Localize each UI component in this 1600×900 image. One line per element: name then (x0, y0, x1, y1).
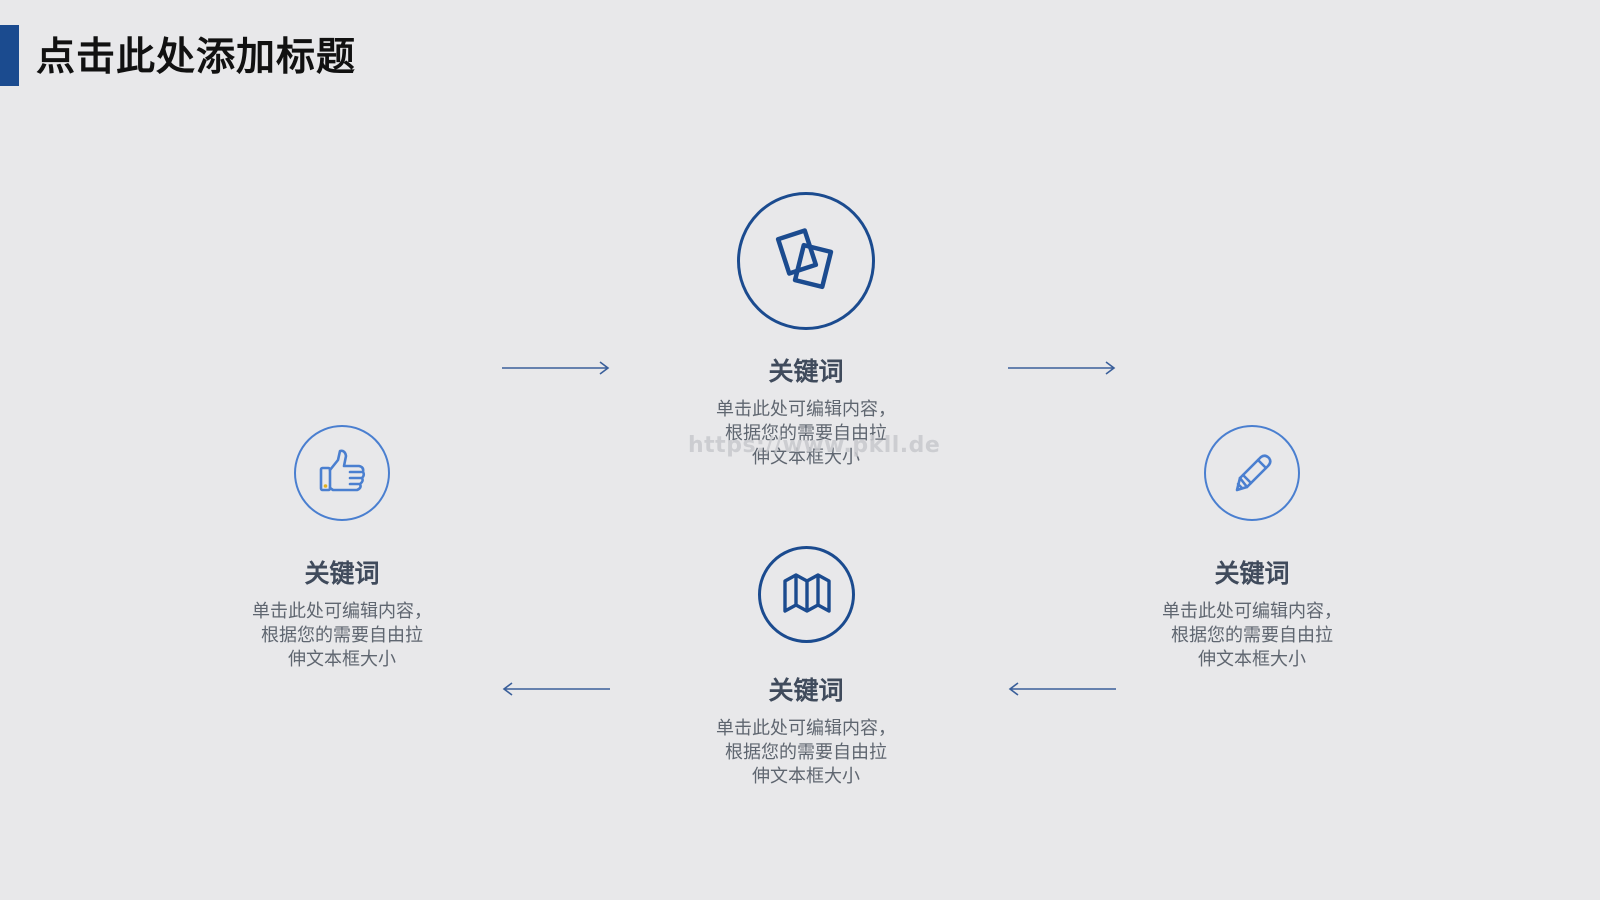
node-right-circle[interactable] (1204, 425, 1300, 521)
cards-icon (775, 228, 834, 290)
map-icon (782, 572, 831, 613)
description-line: 根据您的需要自由拉 (725, 742, 887, 763)
watermark: https://www.pkll.de (688, 433, 941, 458)
arrow-right-icon (1008, 361, 1116, 375)
node-left-keyword[interactable]: 关键词 (304, 559, 380, 588)
description-line: 伸文本框大小 (1198, 649, 1306, 670)
node-left-description[interactable]: 单击此处可编辑内容， 根据您的需要自由拉 伸文本框大小 (222, 600, 462, 672)
node-right-description[interactable]: 单击此处可编辑内容， 根据您的需要自由拉 伸文本框大小 (1132, 600, 1372, 672)
pencil-icon (1235, 454, 1272, 492)
description-line: 根据您的需要自由拉 (1171, 625, 1333, 646)
node-bottom: 关键词 单击此处可编辑内容， 根据您的需要自由拉 伸文本框大小 (686, 546, 926, 796)
page-title[interactable]: 点击此处添加标题 (36, 35, 357, 80)
node-top-description[interactable]: 单击此处可编辑内容， 根据您的需要自由拉 伸文本框大小 (686, 398, 926, 470)
node-top-keyword[interactable]: 关键词 (768, 357, 844, 386)
thumbs-up-icon (319, 449, 366, 492)
arrow-right-icon (502, 361, 610, 375)
node-bottom-description[interactable]: 单击此处可编辑内容， 根据您的需要自由拉 伸文本框大小 (686, 717, 926, 789)
description-line: 伸文本框大小 (288, 649, 396, 670)
node-right: 关键词 单击此处可编辑内容， 根据您的需要自由拉 伸文本框大小 (1132, 425, 1372, 675)
node-bottom-circle[interactable] (758, 546, 855, 643)
arrow-left-icon (502, 682, 610, 696)
description-line: 单击此处可编辑内容， (252, 601, 432, 622)
node-right-keyword[interactable]: 关键词 (1214, 559, 1290, 588)
node-bottom-keyword[interactable]: 关键词 (768, 676, 844, 705)
description-line: 根据您的需要自由拉 (725, 423, 887, 444)
arrow-left-icon (1008, 682, 1116, 696)
node-left-circle[interactable] (294, 425, 390, 521)
node-top-circle[interactable] (737, 192, 875, 330)
description-line: 单击此处可编辑内容， (1162, 601, 1342, 622)
node-top: 关键词 单击此处可编辑内容， 根据您的需要自由拉 伸文本框大小 (686, 192, 926, 472)
description-line: 单击此处可编辑内容， (716, 399, 896, 420)
description-line: 伸文本框大小 (752, 447, 860, 468)
title-accent-bar (0, 25, 19, 86)
description-line: 根据您的需要自由拉 (261, 625, 423, 646)
description-line: 单击此处可编辑内容， (716, 718, 896, 739)
node-left: 关键词 单击此处可编辑内容， 根据您的需要自由拉 伸文本框大小 (222, 425, 462, 675)
description-line: 伸文本框大小 (752, 766, 860, 787)
